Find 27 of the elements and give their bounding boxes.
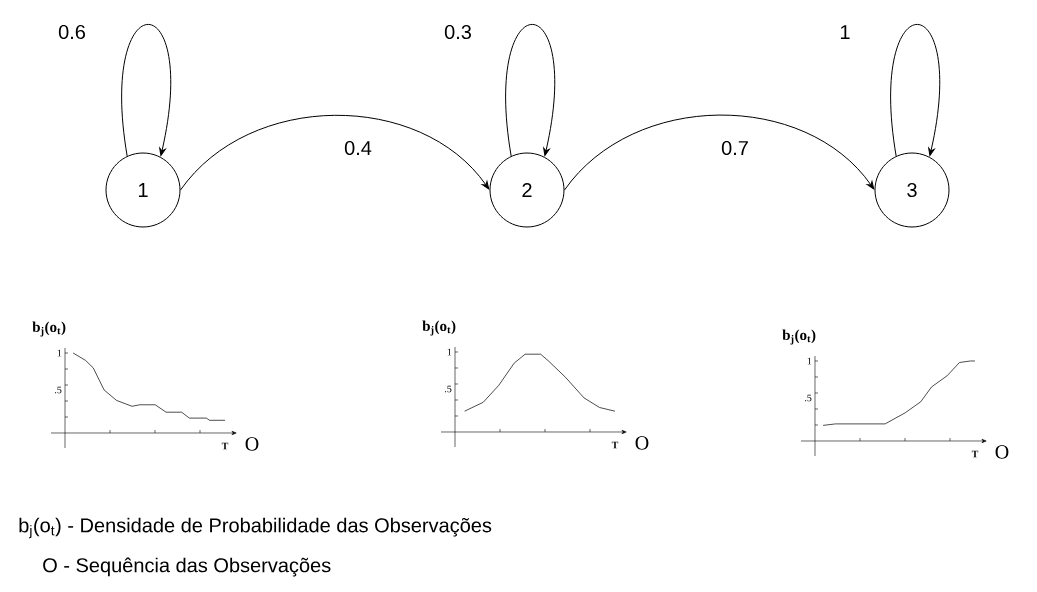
self-loop-arrow [890,23,941,157]
tick-label: T [221,442,229,450]
axis-label: O [245,437,259,451]
axis-title: b$_{j}$(o$_{t}$) [32,321,66,337]
edge-label: 0.3 [444,24,471,40]
tick-label: T [971,450,979,458]
arrow [564,114,875,191]
tick-label: .5 [444,385,452,393]
tick-label: 1 [57,349,62,357]
axis-label: O [635,436,649,450]
tick-label: 1 [447,348,452,356]
tick-label: T [611,441,619,449]
self-loop-arrow [121,23,172,157]
legend-text: O - Sequência das Observações [43,557,331,577]
axis-label: O [995,445,1009,459]
tick-label: .5 [54,386,62,394]
axis-title: b$_{j}$(o$_{t}$) [422,320,456,336]
arrow [180,114,490,191]
self-loop-arrow [505,23,556,157]
tick-label: .5 [804,394,812,402]
axis-title: b$_{j}$(o$_{t}$) [782,329,816,345]
edge-label: 0.4 [344,140,372,156]
edge-label: 0.7 [721,140,748,156]
legend-text: b$_{j}$(o$_{t}$) - Densidade de Probabilidade das Observações [19,517,492,539]
edge-label: 0.6 [58,24,86,40]
tick-label: 1 [807,357,812,365]
edge-label: 1 [840,25,850,39]
